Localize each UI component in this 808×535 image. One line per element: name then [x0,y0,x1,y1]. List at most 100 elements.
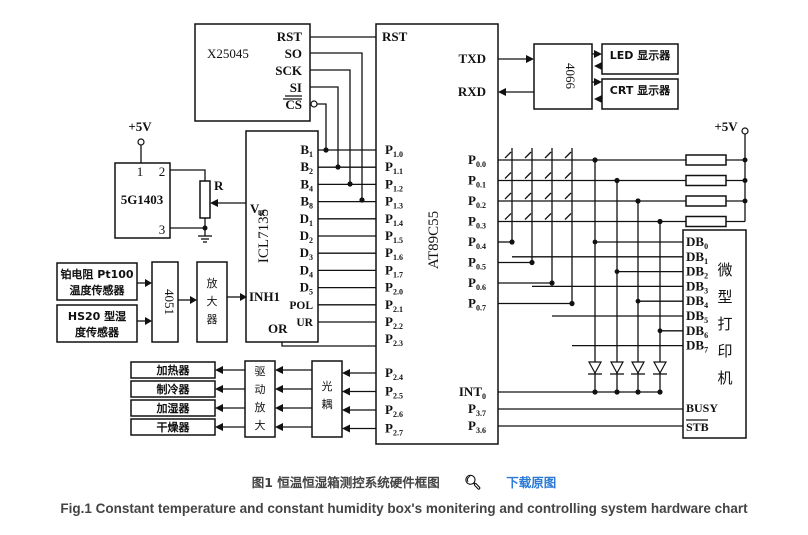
adc-pin-ur: UR [296,317,313,329]
svg-text:大: 大 [207,294,218,308]
junction-dot [614,269,620,274]
svg-text:LED 显示器: LED 显示器 [610,49,671,62]
switch-4066: 4066 [533,43,593,110]
adc-pin-inh: INH1 [249,289,280,304]
crt-display: CRT 显示器 [601,78,679,110]
key-switch [564,213,572,220]
key-switch [544,172,552,179]
svg-text:微: 微 [717,261,732,279]
key-switch [524,213,532,220]
junction-dot [569,300,575,307]
junction-dot [335,164,341,170]
junction-dot [509,239,515,245]
pullup-resistor [685,215,727,228]
svg-text:大: 大 [255,418,266,432]
junction-dot [529,259,535,266]
caption-title-cn: 图1 恒温恒湿箱测控系统硬件框图 [251,475,440,490]
resistor-r [199,180,211,219]
arrow-head [275,404,283,412]
svg-text:温度传感器: 温度传感器 [70,283,126,297]
sensor-hs20: HS20 型湿 度传感器 [56,304,138,343]
svg-text:度传感器: 度传感器 [75,325,120,339]
pullup-resistor [685,195,727,207]
arrow-head [342,387,350,396]
figure-caption-cn: 图1 恒温恒湿箱测控系统硬件框图 🔍︎ 下载原图 [0,472,808,491]
pullup-resistor [685,154,727,166]
svg-text:动: 动 [255,383,266,396]
key-switch [544,213,552,220]
icl7135-adc: ICL7135 VR INH1 OR B1B2B4B8D1D2D3D4D5POL… [245,130,319,343]
svg-text:HS20 型湿: HS20 型湿 [68,309,126,323]
actuator-label: 制冷器 [157,382,191,396]
printer-pin-db6: DB6 [686,323,708,340]
mux-4051: 4051 [151,261,179,343]
actuator-label: 加热器 [156,363,191,377]
mcu-pin-int0: INT0 [459,384,486,401]
arrow-head [215,404,223,412]
key-switch [564,192,572,200]
diode [652,361,668,375]
resistor-label: R [214,178,224,193]
svg-text:器: 器 [207,313,218,326]
svg-text:放: 放 [255,400,266,414]
junction-dot [323,147,329,153]
arrow-head [215,423,223,431]
keypad-matrix [498,134,748,427]
x25045-chip: X25045 RST SO SCK SI CS [194,23,318,122]
printer-pin-busy: BUSY [686,401,718,415]
svg-text:2: 2 [159,164,166,179]
arrow-head [342,424,350,433]
svg-text:印: 印 [717,342,732,360]
key-switch [544,192,552,200]
driver-amplifier: 驱 动 放 大 [244,360,276,438]
x25045-pin-sck: SCK [275,63,303,78]
reference-5g1403: +5V 1 2 3 5G1403 [114,119,171,239]
arrow-head [275,366,283,374]
printer-pin-db2: DB2 [686,264,708,281]
key-switch [524,151,532,159]
adc-name: ICL7135 [256,209,272,263]
x25045-pin-si: SI [290,80,302,95]
printer-pin-db5: DB5 [686,308,708,325]
mcu-pin-rst: RST [382,29,408,44]
magnifier-icon[interactable]: 🔍︎ [464,475,482,491]
arrow-head [275,423,283,431]
svg-text:铂电阻 Pt100: 铂电阻 Pt100 [60,267,133,281]
printer-pin-db7: DB7 [686,338,708,355]
printer-pin-db0: DB0 [686,234,708,251]
junction-dot [657,328,663,334]
junction-dot [347,181,353,187]
supply-5v-label: +5V [128,119,152,134]
mcu-pin-txd: TXD [459,51,486,66]
diode [630,361,646,375]
x25045-pin-so: SO [285,46,302,61]
adc-pin-or: OR [268,321,288,336]
download-original-link[interactable]: 下载原图 [506,475,557,490]
junction-dot [635,298,641,304]
actuator-label: 加湿器 [156,401,191,415]
x25045-pin-cs: CS [285,97,302,112]
junction-dot [359,197,365,203]
arrow-head [342,406,350,414]
svg-text:驱: 驱 [255,365,266,378]
figure-caption-en: Fig.1 Constant temperature and constant … [60,501,748,516]
key-switch [564,151,572,159]
key-switch [504,213,512,220]
svg-text:打: 打 [717,315,732,333]
svg-text:光: 光 [322,379,333,393]
svg-text:型: 型 [717,288,732,306]
pullup-resistor [685,174,727,187]
diode [587,361,603,375]
key-switch [504,192,512,200]
svg-text:耦: 耦 [322,398,333,411]
switch-4066-label: 4066 [563,63,578,90]
printer-pin-db3: DB3 [686,278,708,295]
mcu-name: AT89C55 [426,211,442,269]
adc-pin-pol: POL [289,300,313,312]
key-switch [524,172,532,179]
printer-pin-db1: DB1 [686,249,708,266]
actuator-label: 干燥器 [157,420,191,434]
led-display: LED 显示器 [601,43,679,75]
sensor-pt100: 铂电阻 Pt100 温度传感器 [56,262,138,301]
diode [609,361,625,375]
